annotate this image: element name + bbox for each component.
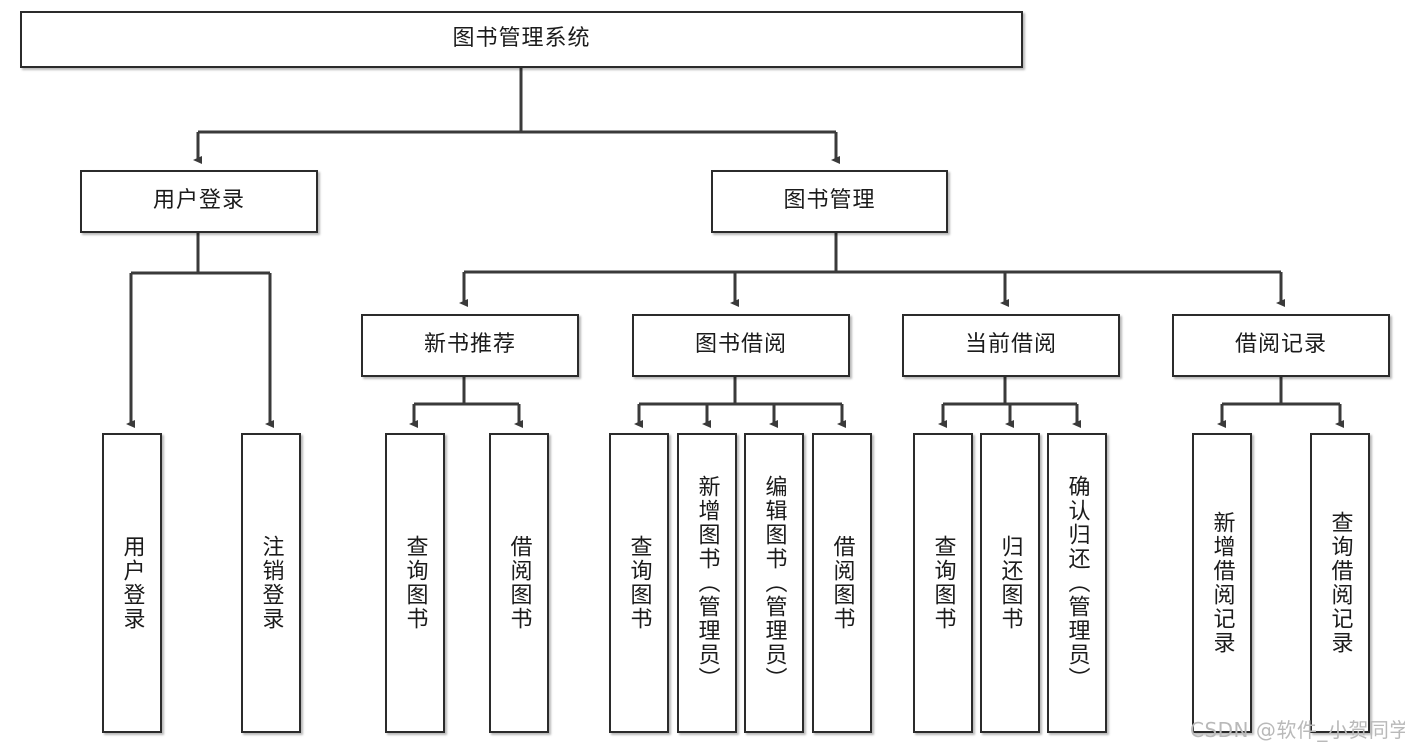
node-leaf-edit-book[interactable]: 编辑图书（管理员） (744, 433, 804, 733)
node-new-book-recommend-label: 新书推荐 (423, 332, 516, 358)
node-leaf-query-book-1[interactable]: 查询图书 (385, 433, 445, 733)
node-leaf-add-record-label: 新增借阅记录 (1209, 511, 1235, 655)
node-book-management-label: 图书管理 (783, 188, 876, 214)
node-leaf-return-book-label: 归还图书 (997, 535, 1023, 631)
node-book-borrow-label: 图书借阅 (694, 332, 787, 358)
node-leaf-borrow-book-1-label: 借阅图书 (506, 535, 532, 631)
node-leaf-query-book-2[interactable]: 查询图书 (609, 433, 669, 733)
node-current-borrow-label: 当前借阅 (964, 332, 1057, 358)
node-new-book-recommend[interactable]: 新书推荐 (361, 314, 579, 377)
node-leaf-add-record[interactable]: 新增借阅记录 (1192, 433, 1252, 733)
node-leaf-query-book-3-label: 查询图书 (930, 535, 956, 631)
node-borrow-record-label: 借阅记录 (1234, 332, 1327, 358)
node-leaf-logout-login-label: 注销登录 (258, 535, 284, 631)
node-leaf-return-book[interactable]: 归还图书 (980, 433, 1040, 733)
node-leaf-borrow-book-2[interactable]: 借阅图书 (812, 433, 872, 733)
node-user-login[interactable]: 用户登录 (80, 170, 318, 233)
node-leaf-logout-login[interactable]: 注销登录 (241, 433, 301, 733)
node-leaf-confirm-return[interactable]: 确认归还（管理员） (1047, 433, 1107, 733)
node-user-login-label: 用户登录 (152, 188, 245, 214)
node-current-borrow[interactable]: 当前借阅 (902, 314, 1120, 377)
node-leaf-add-book-label: 新增图书（管理员） (694, 475, 720, 691)
node-leaf-query-record-label: 查询借阅记录 (1327, 511, 1353, 655)
node-leaf-query-book-1-label: 查询图书 (402, 535, 428, 631)
node-book-borrow[interactable]: 图书借阅 (632, 314, 850, 377)
node-root[interactable]: 图书管理系统 (20, 11, 1023, 68)
node-leaf-query-book-3[interactable]: 查询图书 (913, 433, 973, 733)
node-leaf-query-book-2-label: 查询图书 (626, 535, 652, 631)
node-leaf-query-record[interactable]: 查询借阅记录 (1310, 433, 1370, 733)
node-leaf-add-book[interactable]: 新增图书（管理员） (677, 433, 737, 733)
node-leaf-borrow-book-1[interactable]: 借阅图书 (489, 433, 549, 733)
node-leaf-user-login-label: 用户登录 (119, 535, 145, 631)
node-borrow-record[interactable]: 借阅记录 (1172, 314, 1390, 377)
node-leaf-edit-book-label: 编辑图书（管理员） (761, 475, 787, 691)
node-root-label: 图书管理系统 (452, 26, 591, 52)
node-leaf-user-login[interactable]: 用户登录 (102, 433, 162, 733)
node-leaf-confirm-return-label: 确认归还（管理员） (1064, 475, 1090, 691)
node-book-management[interactable]: 图书管理 (711, 170, 948, 233)
node-leaf-borrow-book-2-label: 借阅图书 (829, 535, 855, 631)
